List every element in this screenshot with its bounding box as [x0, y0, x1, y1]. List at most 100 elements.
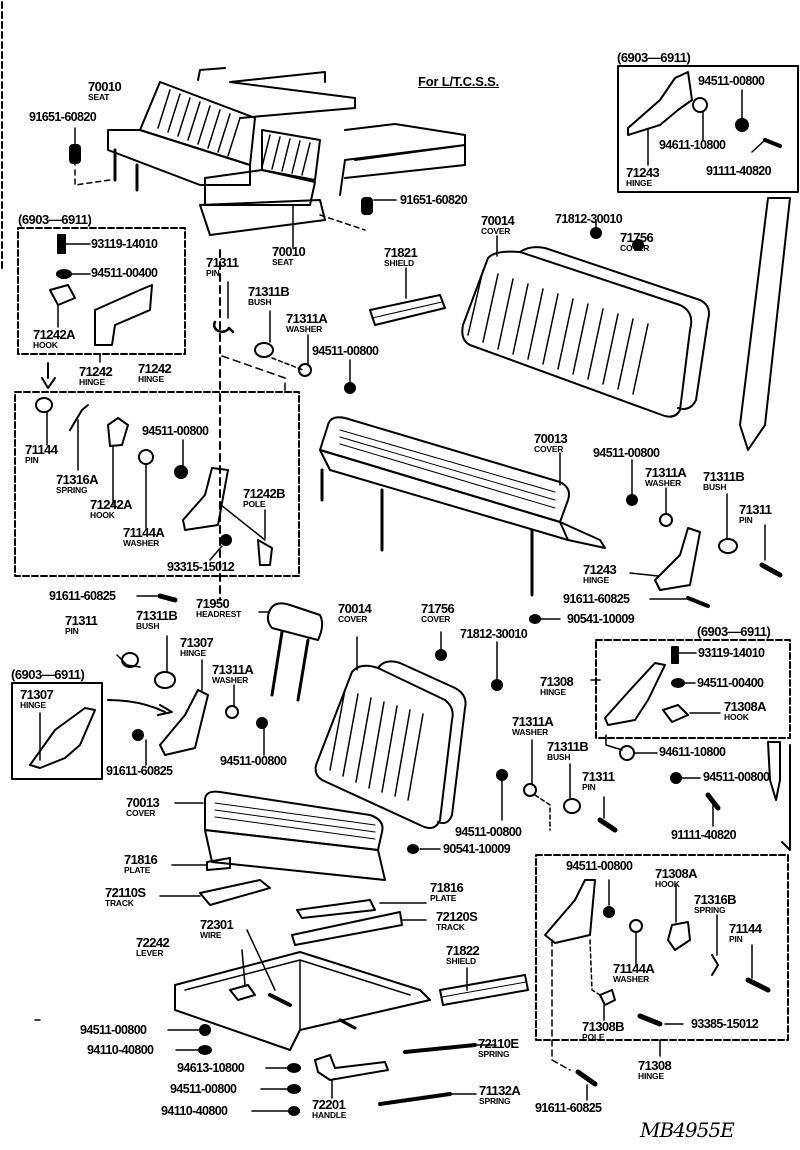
callout-nut[interactable]: 94511-00800 [566, 859, 633, 873]
bolt-icon [361, 197, 373, 215]
callout-nut[interactable]: 94511-00800 [80, 1023, 147, 1037]
callout-nut[interactable]: 94511-00800 [170, 1082, 237, 1096]
callout-bolt[interactable]: 91611-60825 [106, 764, 173, 778]
callout-nut[interactable]: 94511-00800 [593, 446, 660, 460]
callout-nut[interactable]: 94511-00800 [220, 754, 287, 768]
callout-bolt[interactable]: 91111-40820 [671, 828, 737, 842]
bench-seat-drawing [107, 67, 466, 236]
callout-screw[interactable]: 93315-15012 [167, 560, 235, 574]
shield-drawing-lower [439, 974, 529, 1006]
callout-bolt[interactable]: 93119-14010 [698, 646, 765, 660]
callout-nut[interactable]: 94511-00800 [142, 424, 209, 438]
callout-bolt[interactable]: 91651-60820 [400, 193, 468, 207]
leader-dashed [74, 169, 111, 186]
callout-bolt[interactable]: 91611-60825 [563, 592, 630, 606]
callout-bolt[interactable]: 93119-14010 [91, 237, 158, 251]
callout-nut[interactable]: 94511-00800 [703, 770, 770, 784]
range-label: (6903—6911) [617, 50, 691, 65]
callout-nut[interactable]: 94511-00800 [455, 825, 522, 839]
callout-nut[interactable]: 94511-00400 [91, 266, 158, 280]
shield-drawing [369, 294, 446, 326]
callout-washer[interactable]: 94613-10800 [177, 1061, 245, 1075]
callout-washer[interactable]: 94611-10800 [659, 745, 726, 759]
callout-part[interactable]: 90541-10009 [443, 842, 511, 856]
callout-part[interactable]: 71812-30010 [460, 627, 528, 641]
callout-washer[interactable]: 94110-40800 [87, 1043, 154, 1057]
callout-nut[interactable]: 94511-00800 [312, 344, 379, 358]
diagram-title: For L/T.C.S.S. [418, 74, 499, 89]
callout-part[interactable]: 71812-30010 [555, 212, 623, 226]
arrow-icon [739, 197, 791, 451]
range-label: (6903—6911) [18, 212, 92, 227]
headrest-drawing [266, 602, 324, 702]
range-label: (6903—6911) [11, 667, 85, 682]
callout-nut[interactable]: 94511-00800 [698, 74, 765, 88]
callout-washer[interactable]: 94110-40800 [161, 1104, 228, 1118]
callout-bolt[interactable]: 91611-60825 [535, 1101, 602, 1115]
variant-box-5 [535, 854, 789, 1041]
callout-bolt[interactable]: 91651-60820 [29, 110, 97, 124]
catalog-code: MB4955E [640, 1118, 735, 1142]
seat-frame-drawing [174, 951, 431, 1051]
callout-bolt[interactable]: 91611-60825 [49, 589, 116, 603]
callout-bolt[interactable]: 91111-40820 [706, 164, 772, 178]
callout-nut[interactable]: 94511-00400 [697, 676, 764, 690]
callout-washer[interactable]: 94611-10800 [659, 138, 726, 152]
callout-screw[interactable]: 93385-15012 [691, 1017, 759, 1031]
callout-part[interactable]: 90541-10009 [567, 612, 635, 626]
